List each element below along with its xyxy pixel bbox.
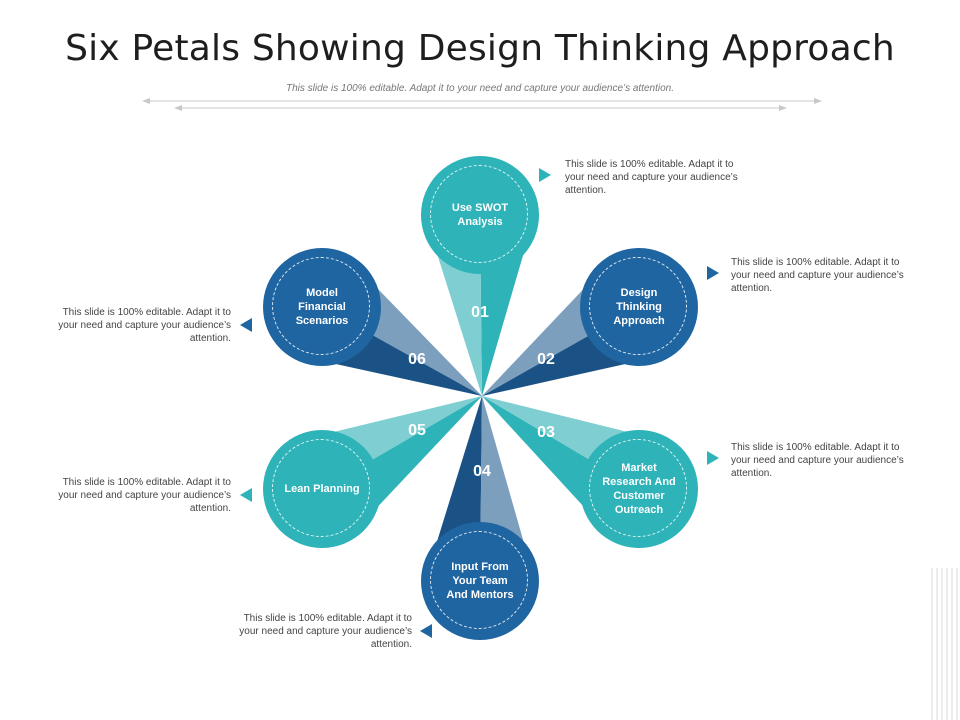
petal-number-06: 06: [408, 351, 426, 368]
petal-number-03: 03: [537, 424, 555, 441]
petal-number-01: 01: [471, 304, 489, 321]
description-06: This slide is 100% editable. Adapt it to…: [58, 307, 231, 344]
pointer-arrow-06: [240, 318, 252, 332]
description-01: This slide is 100% editable. Adapt it to…: [565, 159, 738, 196]
petal-node-model-financial-scenarios: Model Financial Scenarios: [263, 248, 381, 366]
description-05: This slide is 100% editable. Adapt it to…: [58, 477, 231, 514]
petal-label: Design Thinking Approach: [613, 287, 665, 327]
petal-label: Input From Your Team And Mentors: [446, 561, 514, 601]
description-02: This slide is 100% editable. Adapt it to…: [731, 257, 904, 294]
petal-number-02: 02: [537, 351, 555, 368]
description-03: This slide is 100% editable. Adapt it to…: [731, 442, 904, 479]
slide-title: Six Petals Showing Design Thinking Appro…: [65, 28, 895, 69]
petal-node-lean-planning: Lean Planning: [263, 430, 381, 548]
petal-label: Model Financial Scenarios: [295, 287, 349, 327]
pointer-arrow-01: [539, 168, 551, 182]
petal-node-use-swot-analysis: Use SWOT Analysis: [421, 156, 539, 274]
pointer-arrow-05: [240, 488, 252, 502]
decorative-corner-lines: [931, 568, 958, 720]
petal-number-05: 05: [408, 422, 426, 439]
petal-node-input-from-team: Input From Your Team And Mentors: [421, 522, 539, 640]
pointer-arrow-04: [420, 624, 432, 638]
pointer-arrow-02: [707, 266, 719, 280]
petal-node-design-thinking-approach: Design Thinking Approach: [580, 248, 698, 366]
description-04: This slide is 100% editable. Adapt it to…: [239, 613, 412, 650]
petal-label: Market Research And Customer Outreach: [602, 462, 676, 516]
subtitle-divider-arrows: [142, 98, 822, 111]
petal-label: Use SWOT Analysis: [451, 202, 509, 228]
petal-number-04: 04: [473, 463, 491, 480]
petal-label: Lean Planning: [284, 483, 360, 495]
slide-subtitle: This slide is 100% editable. Adapt it to…: [285, 83, 675, 94]
petal-node-market-research: Market Research And Customer Outreach: [580, 430, 698, 548]
pointer-arrow-03: [707, 451, 719, 465]
